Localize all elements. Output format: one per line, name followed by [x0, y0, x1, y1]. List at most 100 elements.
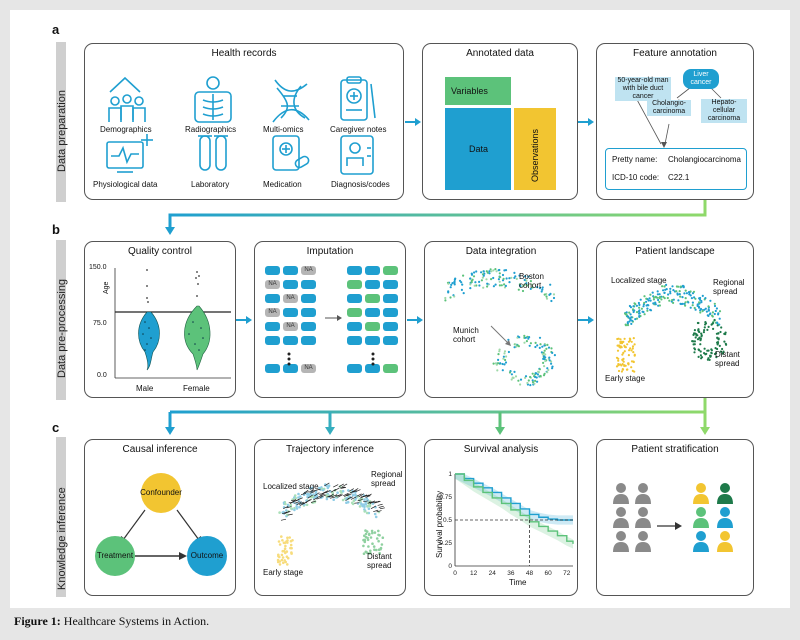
trajectory-arrow	[309, 491, 315, 494]
section-c-bar	[56, 437, 66, 597]
integration-point	[498, 348, 501, 351]
landscape-point	[632, 360, 635, 364]
trajectory-arrow	[358, 493, 364, 498]
integration-point	[527, 275, 530, 278]
trajectory-point	[297, 499, 301, 503]
integration-point	[453, 295, 456, 298]
landscape-point	[701, 310, 704, 313]
integration-point	[485, 278, 488, 281]
person-body	[613, 518, 629, 528]
integration-point	[505, 355, 508, 358]
landscape-point	[721, 347, 724, 351]
trajectory-arrow	[352, 490, 358, 492]
landscape-point	[689, 294, 692, 297]
trajectory-arrow	[350, 496, 357, 500]
integration-point	[469, 283, 472, 286]
landscape-point	[713, 304, 717, 308]
landscape-point	[683, 302, 686, 305]
landscape-point	[654, 301, 657, 304]
qc-violin-plot	[114, 268, 231, 379]
feature-annotation-title: Feature annotation	[633, 48, 717, 59]
trajectory-arrow	[341, 483, 348, 488]
integration-point	[497, 278, 500, 281]
trajectory-arrow	[314, 492, 320, 497]
trajectory-field	[276, 482, 385, 566]
trajectory-point	[341, 489, 345, 493]
integration-point	[551, 351, 554, 354]
trajectory-arrow	[318, 493, 324, 495]
landscape-point	[638, 315, 641, 318]
landscape-point	[709, 312, 712, 315]
trajectory-arrow	[313, 496, 319, 501]
landscape-point	[654, 303, 657, 306]
qc-outliers	[146, 269, 200, 303]
trajectory-arrow	[331, 494, 338, 498]
landscape-point	[713, 312, 716, 316]
trajectory-arrow	[364, 494, 370, 497]
landscape-point	[628, 304, 631, 308]
annotated-data-title: Annotated data	[466, 48, 534, 59]
integration-point	[542, 361, 545, 364]
trajectory-arrow	[300, 493, 307, 495]
landscape-point	[713, 302, 716, 305]
integration-point	[502, 357, 505, 360]
person-head	[720, 531, 730, 541]
integration-point	[542, 355, 545, 358]
integration-point	[504, 284, 507, 287]
landscape-regional: Regional spread	[713, 278, 745, 296]
landscape-point	[632, 351, 635, 354]
integration-point	[519, 383, 522, 386]
trajectory-arrow	[354, 502, 360, 504]
integration-point	[503, 283, 506, 286]
panel-patient-stratification: Patient stratification	[596, 439, 754, 596]
landscape-point	[699, 296, 702, 300]
trajectory-point	[341, 498, 345, 502]
landscape-point	[622, 357, 625, 360]
integration-point	[510, 378, 513, 381]
integration-point	[453, 280, 456, 283]
landscape-point	[716, 343, 719, 346]
landscape-point	[632, 310, 635, 314]
landscape-point	[633, 353, 636, 356]
connector-a-to-b	[168, 200, 707, 228]
integration-point	[539, 343, 542, 346]
landscape-point	[646, 303, 649, 307]
integration-point	[449, 286, 452, 289]
integration-point	[486, 282, 489, 285]
observed-cell	[365, 266, 380, 275]
integration-point	[539, 374, 542, 378]
survival-ytick: 0.5	[443, 517, 452, 524]
landscape-point	[705, 352, 708, 355]
missing-cell: NA	[301, 266, 316, 275]
landscape-point	[683, 292, 686, 295]
landscape-point	[660, 298, 663, 301]
observed-cell	[283, 336, 298, 345]
landscape-point	[652, 302, 655, 305]
trajectory-point	[358, 505, 362, 508]
landscape-point	[615, 365, 619, 368]
observed-cell	[265, 266, 280, 275]
caregiver-notes-icon	[340, 76, 376, 121]
landscape-point	[627, 362, 630, 365]
trajectory-point	[332, 498, 335, 501]
landscape-point	[710, 351, 713, 354]
trajectory-arrow	[325, 489, 331, 494]
integration-point	[489, 268, 492, 271]
trajectory-point	[362, 544, 365, 548]
landscape-point	[699, 354, 702, 357]
landscape-point	[630, 360, 634, 363]
integration-point	[546, 367, 549, 370]
trajectory-arrow	[363, 500, 369, 502]
landscape-point	[693, 340, 696, 343]
landscape-point	[687, 291, 691, 294]
integration-point	[447, 290, 450, 293]
integration-point	[541, 288, 544, 291]
trajectory-arrow	[302, 502, 308, 504]
trajectory-point	[286, 539, 289, 542]
landscape-point	[720, 326, 723, 329]
integration-point	[529, 287, 532, 290]
landscape-point	[631, 308, 635, 311]
landscape-scatter	[615, 283, 728, 373]
integration-point	[462, 292, 465, 295]
arrow-records-to-annotated	[405, 118, 421, 126]
